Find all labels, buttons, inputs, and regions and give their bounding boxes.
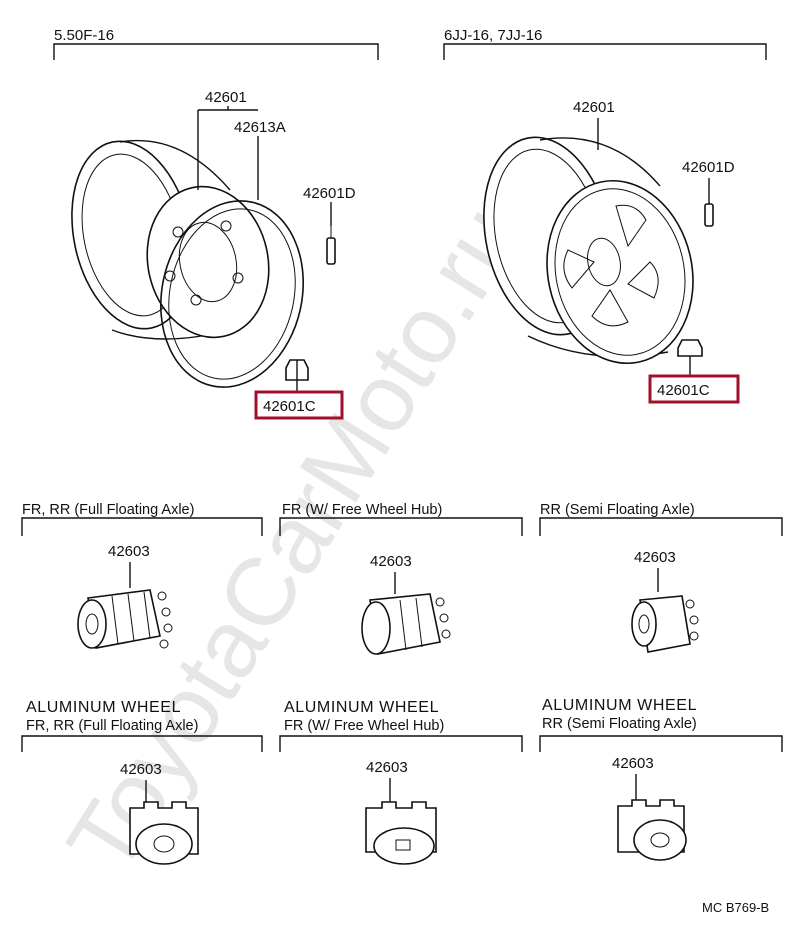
alu-cap: [129, 801, 199, 865]
section-heading: FR, RR (Full Floating Axle): [22, 502, 194, 518]
valve-stem: [704, 203, 714, 227]
label-valve: 42601D: [682, 159, 735, 176]
side-ring: [159, 200, 305, 388]
label-wheel: 42601: [205, 89, 247, 106]
part-number: 42603: [366, 759, 408, 776]
highlight-box: [648, 374, 740, 404]
hub-cap: [631, 595, 699, 653]
hub-cap: [77, 589, 173, 649]
figure-code: MC B769-B: [702, 900, 769, 915]
section-heading: 5.50F-16: [54, 27, 114, 44]
alu-cap: [617, 799, 687, 861]
valve-stem: [326, 226, 336, 265]
label-valve: 42601D: [303, 185, 356, 202]
section-title: ALUMINUM WHEEL: [542, 697, 697, 714]
section-title: ALUMINUM WHEEL: [284, 699, 439, 716]
section-title: ALUMINUM WHEEL: [26, 699, 181, 716]
section-steel-wheel: 5.50F-16: [53, 27, 379, 420]
part-number: 42603: [370, 553, 412, 570]
section-alu-free-wheel: ALUMINUM WHEEL FR (W/ Free Wheel Hub) 42…: [279, 699, 523, 865]
highlight-box: [254, 390, 344, 420]
section-cap-free-wheel: FR (W/ Free Wheel Hub) 42603: [279, 502, 523, 655]
alu-cap: [365, 801, 437, 865]
label-wheel: 42601: [573, 99, 615, 116]
hub-nut: [677, 339, 703, 357]
section-heading: 6JJ-16, 7JJ-16: [444, 27, 542, 44]
section-alu-semi-floating: ALUMINUM WHEEL RR (Semi Floating Axle) 4…: [539, 697, 783, 861]
part-number: 42603: [108, 543, 150, 560]
section-cap-full-floating: FR, RR (Full Floating Axle) 42603: [21, 502, 263, 649]
part-number: 42603: [634, 549, 676, 566]
hub-cap: [361, 593, 451, 655]
alloy-wheel: [483, 136, 694, 365]
section-cap-semi-floating: RR (Semi Floating Axle) 42603: [539, 502, 783, 653]
section-heading: FR, RR (Full Floating Axle): [26, 718, 198, 734]
part-number: 42603: [120, 761, 162, 778]
section-heading: FR (W/ Free Wheel Hub): [282, 502, 442, 518]
section-heading: FR (W/ Free Wheel Hub): [284, 718, 444, 734]
label-nut: 42601C: [263, 398, 316, 415]
section-heading: RR (Semi Floating Axle): [542, 716, 697, 732]
label-nut: 42601C: [657, 382, 710, 399]
steel-wheel: [71, 139, 270, 340]
section-alu-full-floating: ALUMINUM WHEEL FR, RR (Full Floating Axl…: [21, 699, 263, 865]
part-number: 42603: [612, 755, 654, 772]
label-ring: 42613A: [234, 119, 286, 136]
section-heading: RR (Semi Floating Axle): [540, 502, 695, 518]
section-alloy-wheel: 6JJ-16, 7JJ-16 42601 42601D 42601C: [443, 27, 767, 404]
